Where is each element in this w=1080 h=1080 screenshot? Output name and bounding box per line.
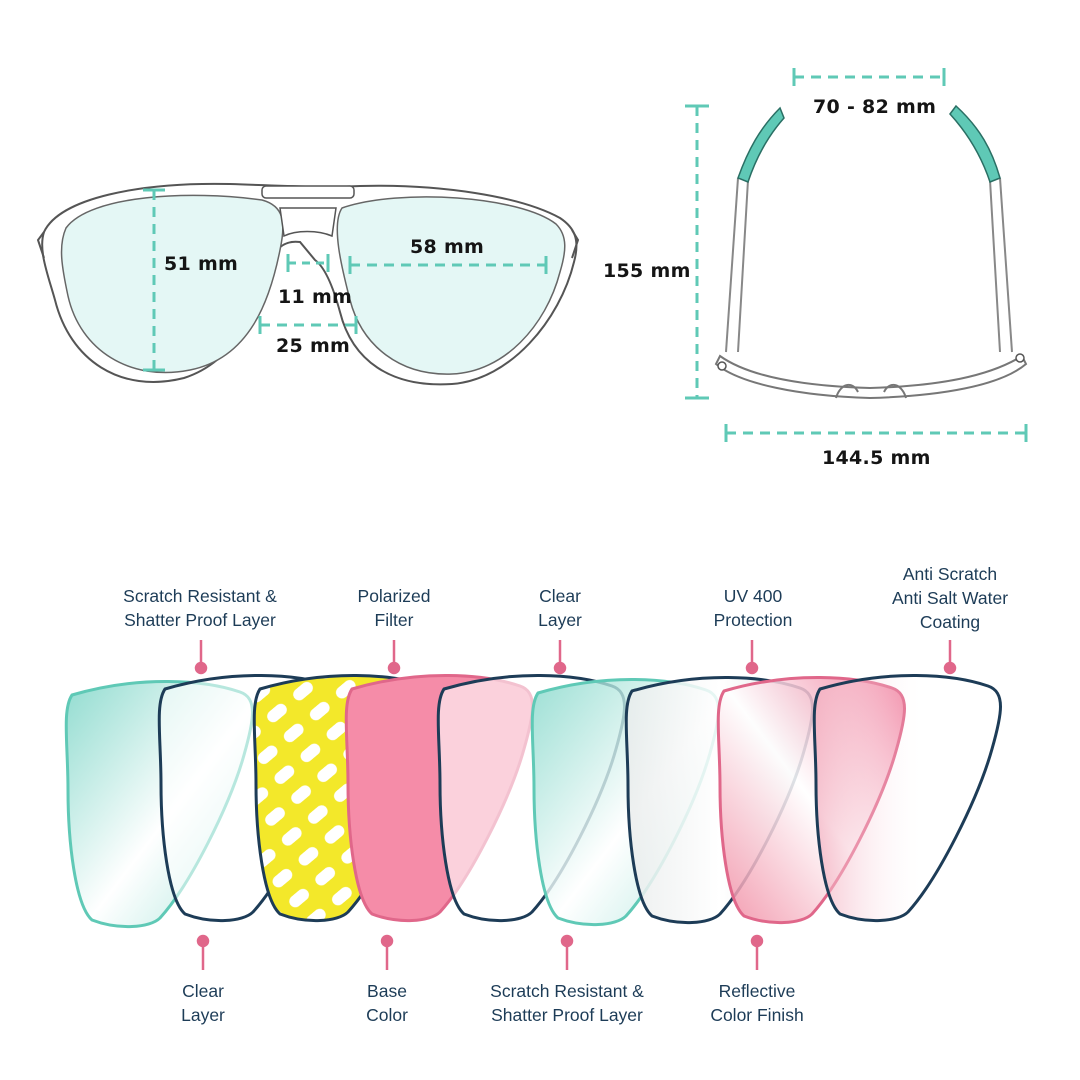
marker-bottom-1 <box>196 934 210 970</box>
marker-bottom-3 <box>560 934 574 970</box>
temple-length-dimension <box>685 104 709 400</box>
nose-pads <box>835 383 907 399</box>
lens-height-dimension <box>143 188 165 372</box>
bridge-top-label: 11 mm <box>278 286 353 308</box>
frame-width-label: 144.5 mm <box>822 447 931 469</box>
lens-layers <box>64 674 1002 929</box>
layer-label-top-1: Scratch Resistant &Shatter Proof Layer <box>123 586 277 630</box>
right-hinge <box>571 229 580 259</box>
right-temple-tip <box>949 104 1001 183</box>
right-hinge-screw <box>1015 353 1025 363</box>
marker-bottom-4 <box>750 934 764 970</box>
bridge-bottom-label: 25 mm <box>276 335 351 357</box>
nose-bridge <box>279 207 337 238</box>
marker-top-1 <box>194 640 208 675</box>
marker-top-2 <box>387 640 401 675</box>
frame-width-dimension <box>724 424 1028 442</box>
left-temple-tip <box>737 106 785 183</box>
marker-bottom-2 <box>380 934 394 970</box>
lens-width-label: 58 mm <box>410 236 485 258</box>
right-lens <box>336 196 566 375</box>
left-hinge <box>36 231 45 259</box>
temple-length-label: 155 mm <box>603 260 691 282</box>
left-temple <box>725 177 749 353</box>
temple-spread-label: 70 - 82 mm <box>813 96 937 118</box>
left-hinge-screw <box>717 361 727 371</box>
bottom-markers <box>196 934 764 970</box>
front-view-glasses <box>36 182 580 386</box>
lens-height-label: 51 mm <box>164 253 239 275</box>
brow-bar <box>261 185 355 199</box>
top-view-front-frame <box>714 354 1028 400</box>
marker-top-4 <box>745 640 759 675</box>
lens-width-dimension <box>348 256 548 274</box>
temple-spread-dimension <box>792 68 946 86</box>
top-markers <box>194 640 957 675</box>
marker-top-5 <box>943 640 957 675</box>
layer-label-bottom-3: Scratch Resistant &Shatter Proof Layer <box>490 981 644 1025</box>
bridge-bottom-dimension <box>258 316 358 334</box>
right-temple <box>989 177 1013 353</box>
layer-anti-scratch-coating <box>812 674 1002 923</box>
left-lens <box>60 194 284 374</box>
bridge-top-dimension <box>286 254 330 272</box>
top-view-glasses <box>685 68 1028 442</box>
marker-top-3 <box>553 640 567 675</box>
